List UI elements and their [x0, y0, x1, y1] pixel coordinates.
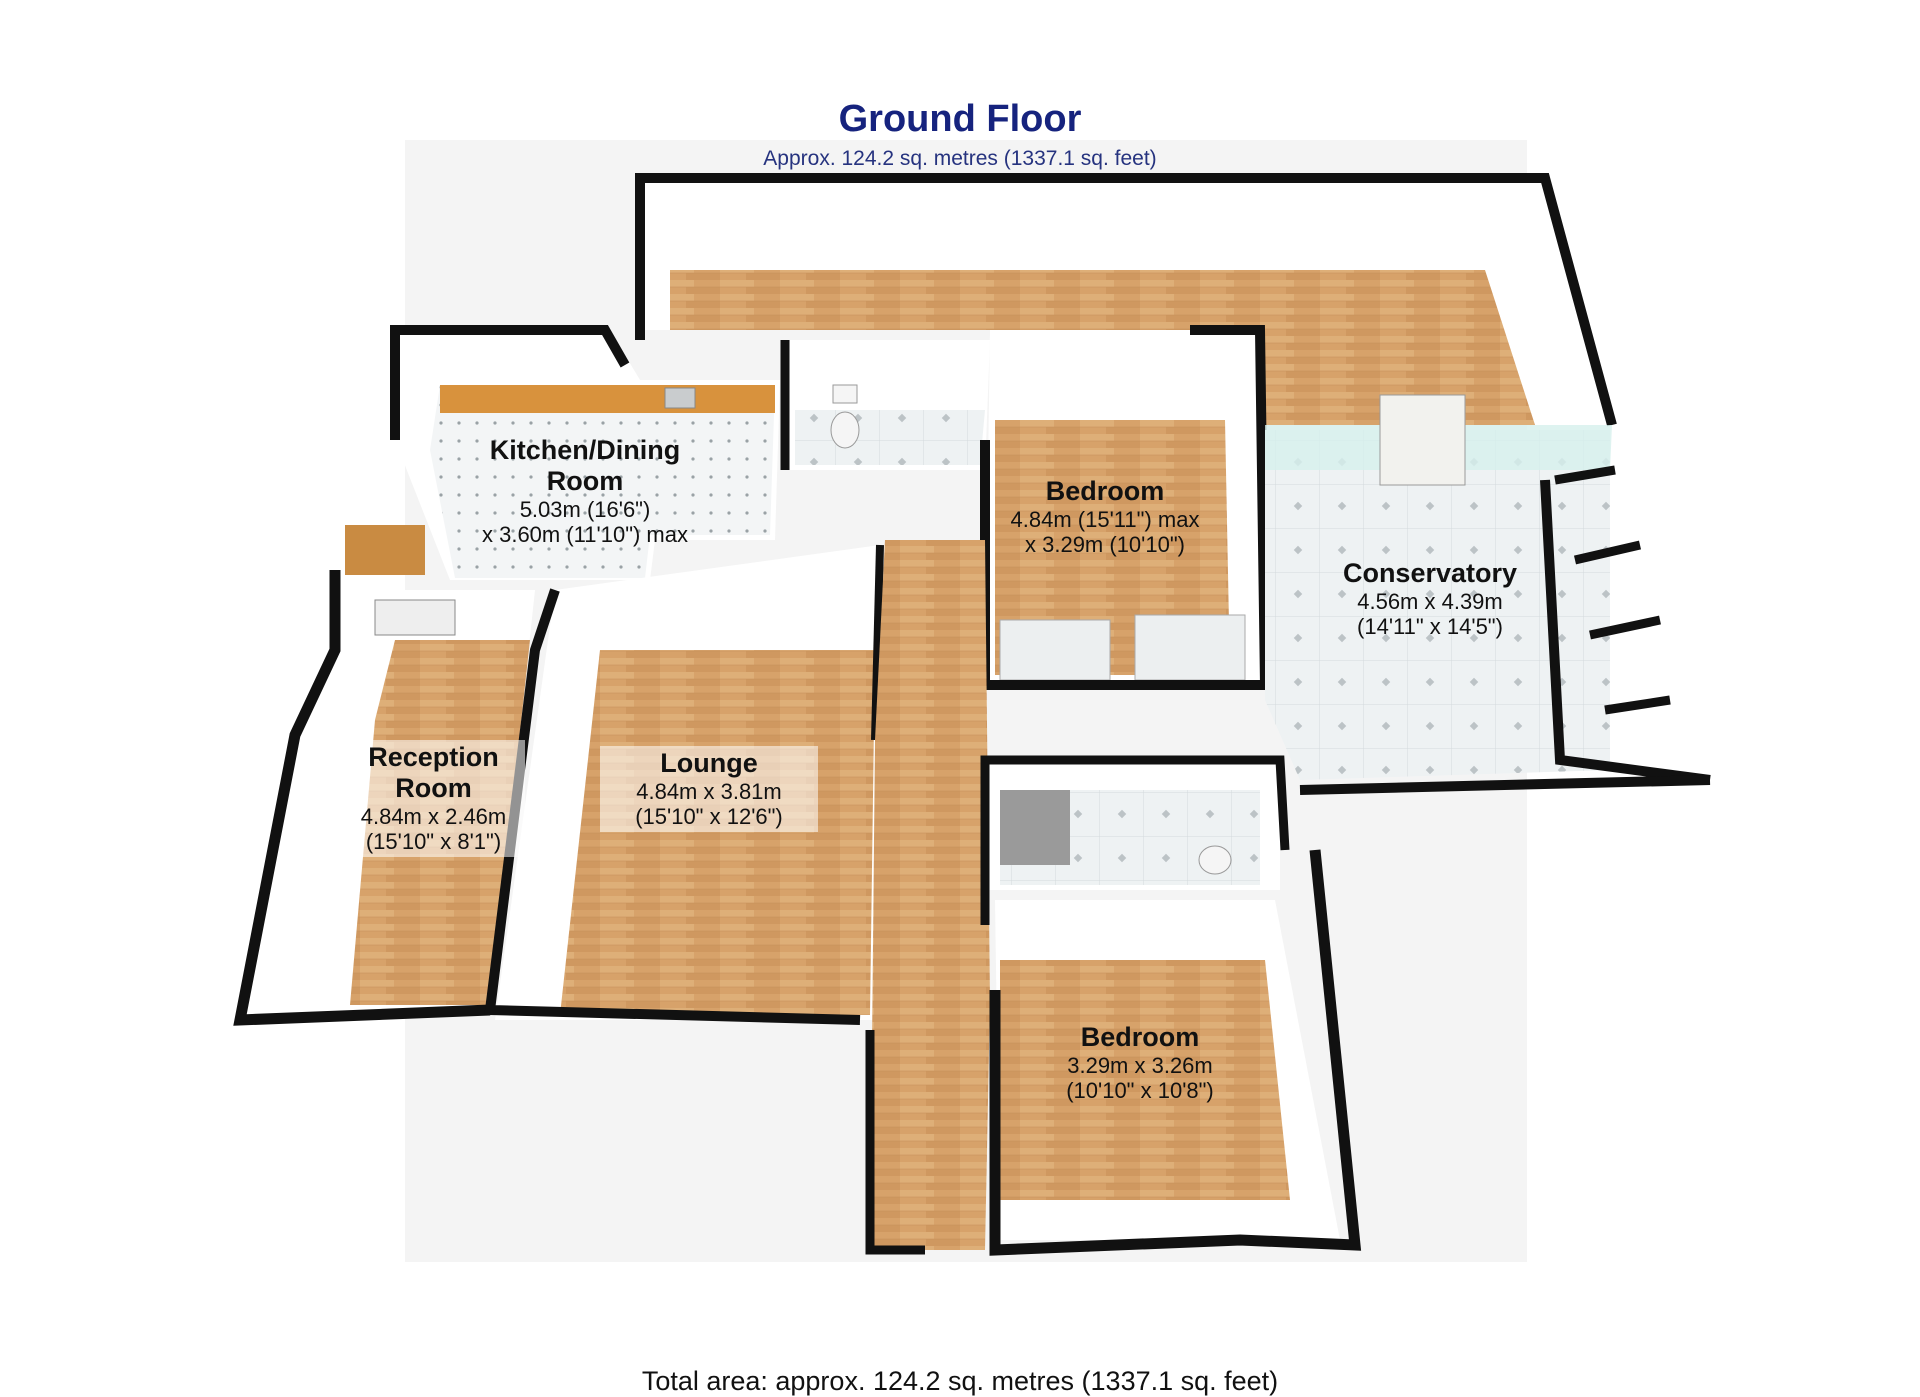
room-name-line2: Room [546, 466, 624, 497]
room-dimensions: 3.29m x 3.26m [1067, 1053, 1213, 1079]
room-name: Conservatory [1342, 558, 1518, 588]
room-label-kitchen: Kitchen/Dining Room 5.03m (16'6") x 3.60… [460, 435, 710, 548]
room-label-conservatory: Conservatory 4.56m x 4.39m (14'11" x 14'… [1315, 558, 1545, 640]
room-label-bedroom-lower: Bedroom 3.29m x 3.26m (10'10" x 10'8") [1040, 1022, 1240, 1104]
room-name: Reception [368, 742, 499, 772]
room-label-reception: Reception Room 4.84m x 2.46m (15'10" x 8… [342, 740, 525, 857]
room-dimensions: 4.84m (15'11") max [1010, 507, 1200, 533]
room-dimensions-line2: (10'10" x 10'8") [1066, 1078, 1214, 1104]
room-dimensions-line2: (15'10" x 12'6") [635, 804, 783, 830]
room-label-bedroom-upper: Bedroom 4.84m (15'11") max x 3.29m (10'1… [985, 476, 1225, 558]
conservatory [1265, 394, 1711, 795]
bedroom-lower [989, 849, 1362, 1256]
room-name: Bedroom [1080, 1022, 1200, 1052]
hallway [865, 540, 990, 1255]
floor-title: Ground Floor [838, 98, 1082, 140]
room-name: Bedroom [1045, 476, 1165, 506]
room-name: Kitchen/Dining [489, 435, 681, 465]
room-dimensions: 5.03m (16'6") [519, 497, 651, 523]
room-label-lounge: Lounge 4.84m x 3.81m (15'10" x 12'6") [600, 746, 818, 832]
bathroom-lower [980, 755, 1290, 925]
room-name: Lounge [660, 748, 758, 778]
room-dimensions-line2: x 3.60m (11'10") max [481, 522, 688, 548]
room-name-line2: Room [395, 773, 472, 804]
bedroom-upper [980, 325, 1271, 690]
kitchen-dining [345, 325, 780, 580]
room-dimensions: 4.84m x 3.81m [636, 779, 782, 805]
room-dimensions: 4.56m x 4.39m [1357, 589, 1503, 615]
floor-area-subtitle: Approx. 124.2 sq. metres (1337.1 sq. fee… [763, 147, 1157, 170]
total-area: Total area: approx. 124.2 sq. metres (13… [641, 1366, 1279, 1396]
room-dimensions-line2: (14'11" x 14'5") [1357, 614, 1503, 640]
room-dimensions: 4.84m x 2.46m [360, 804, 507, 830]
room-dimensions-line2: (15'10" x 8'1") [365, 829, 502, 855]
bathroom-upper [780, 340, 990, 470]
room-dimensions-line2: x 3.29m (10'10") [1025, 532, 1185, 558]
top-room [635, 173, 1617, 427]
